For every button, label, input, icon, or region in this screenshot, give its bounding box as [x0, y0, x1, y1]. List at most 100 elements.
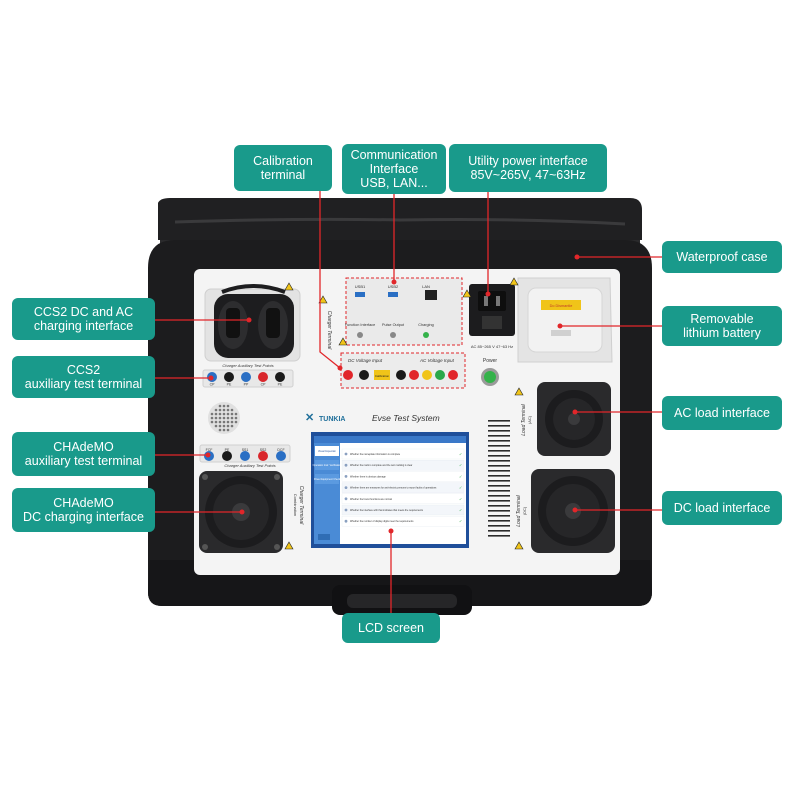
vent-hole — [218, 412, 222, 416]
callout-communication-interface: Communication Interface USB, LAN... — [342, 144, 446, 194]
vent-hole — [226, 424, 230, 428]
callout-lithium-battery: Removable lithium battery — [662, 306, 782, 346]
callout-waterproof-case: Waterproof case — [662, 241, 782, 273]
vent-hole — [214, 408, 218, 412]
vent-slot — [488, 480, 510, 482]
brand-header: ✕ TUNKIA Evse Test System — [305, 412, 440, 424]
vent-hole — [226, 404, 230, 408]
check-icon: ✓ — [459, 452, 462, 457]
lcd-row-text: Whether the nameplate information is com… — [350, 453, 401, 456]
check-icon: ✓ — [459, 508, 462, 513]
battery-warning-text: Do Dismantle — [550, 304, 573, 308]
vent-slot — [488, 510, 510, 512]
vent-hole — [226, 428, 230, 432]
comm-port-label: USB2 — [388, 284, 399, 289]
lcd-row — [341, 504, 465, 516]
vent-hole — [226, 412, 230, 416]
vent-hole — [218, 408, 222, 412]
speaker-vent — [208, 402, 240, 434]
ccs2-socket — [204, 284, 301, 362]
vent-hole — [230, 420, 234, 424]
vent-slot — [488, 445, 510, 447]
chademo-aux-jack — [222, 451, 232, 461]
comm-port-label: USB1 — [355, 284, 366, 289]
chademo-aux-pin-label: SS2 — [260, 448, 267, 452]
voltage-input-panel: DC Voltage Input AC Voltage Input Calibr… — [340, 352, 466, 389]
chademo-aux-caption: Charger Auxiliary Test Points — [224, 463, 275, 468]
vent-hole — [234, 420, 238, 424]
callout-chademo-dc: CHAdeMO DC charging interface — [12, 488, 155, 532]
vent-hole — [222, 416, 226, 420]
power-button — [484, 371, 496, 383]
vent-hole — [230, 424, 234, 428]
vent-hole — [218, 424, 222, 428]
lcd-row — [341, 482, 465, 493]
calibration-button-label: Calibration — [375, 374, 390, 378]
lcd-row-text: Whether there is obvious damage — [350, 475, 386, 478]
lcd-sidebar-label: Operation Instr. Verification — [313, 464, 342, 467]
vent-hole — [210, 420, 214, 424]
charger-terminal-sublabel: Combination — [293, 494, 298, 516]
vent-slot — [488, 455, 510, 457]
callout-dc-load: DC load interface — [662, 491, 782, 525]
lcd-row-icon — [344, 486, 348, 489]
lcd-sidebar-item — [315, 446, 339, 456]
load-terminal-dc-sub: (DC) — [522, 506, 527, 515]
vent-hole — [230, 416, 234, 420]
lcd-sidebar-item — [315, 460, 339, 470]
lcd-sidebar-label: Power Equipment Check — [314, 478, 341, 481]
chademo-aux-jack — [240, 451, 250, 461]
ccs2-aux-pin-label: PE — [278, 383, 283, 387]
vent-slot — [488, 460, 510, 462]
load-terminal-dc-label: Load Terminal — [516, 494, 522, 526]
vent-slot — [488, 500, 510, 502]
chademo-aux-pin-label: PE — [225, 448, 230, 452]
lcd-row — [341, 516, 465, 527]
vent-hole — [214, 412, 218, 416]
chademo-aux-jack — [258, 451, 268, 461]
check-icon: ✓ — [459, 519, 462, 524]
check-icon: ✓ — [459, 463, 462, 468]
comm-function-label: Pulse Output — [382, 323, 405, 327]
ccs2-aux-jack — [275, 372, 285, 382]
chademo-aux-pin-label: DCF — [277, 448, 284, 452]
comm-function-connector — [357, 332, 363, 338]
callout-lcd-screen: LCD screen — [342, 613, 440, 643]
vent-slot — [488, 475, 510, 477]
chademo-aux-pin-label: FCF — [206, 448, 213, 452]
vent-hole — [222, 408, 226, 412]
vent-hole — [218, 416, 222, 420]
vent-hole — [234, 416, 238, 420]
vent-slot — [488, 495, 510, 497]
vent-slot — [488, 465, 510, 467]
vent-slot — [488, 505, 510, 507]
lcd-row-text: Whether the boost functions are normal — [350, 498, 392, 501]
lcd-row — [341, 448, 465, 460]
vent-hole — [218, 420, 222, 424]
lcd-sidebar-label: Visual Inspection — [318, 450, 337, 453]
vent-slot — [488, 515, 510, 517]
lcd-row-icon — [344, 508, 348, 512]
lcd-row — [341, 471, 465, 482]
brand-logo-mark: ✕ — [305, 412, 314, 424]
brand-logo-text: TUNKIA — [319, 416, 345, 423]
load-terminal-ac-label: Load Terminal — [521, 403, 527, 435]
check-icon: ✓ — [459, 485, 462, 490]
vent-slot — [488, 525, 510, 527]
utility-power-inlet: AC 85~265 V 47~63 Hz Power — [469, 284, 515, 386]
calibration-button — [374, 370, 390, 380]
vent-slot — [488, 420, 510, 422]
vent-hole — [222, 404, 226, 408]
vent-hole — [230, 412, 234, 416]
vent-slot — [488, 440, 510, 442]
lcd-row-text: Whether the number of display digits mee… — [350, 520, 414, 523]
system-title: Evse Test System — [372, 413, 440, 423]
power-label: Power — [483, 358, 498, 364]
ccs2-aux-pin-label: CP — [261, 383, 267, 387]
comm-function-connector — [423, 332, 429, 338]
charger-terminal-top-label: Charger Terminal — [326, 311, 332, 350]
dc-voltage-label: DC Voltage Input — [348, 358, 383, 363]
ccs2-aux-pin-label: PP — [244, 383, 249, 387]
